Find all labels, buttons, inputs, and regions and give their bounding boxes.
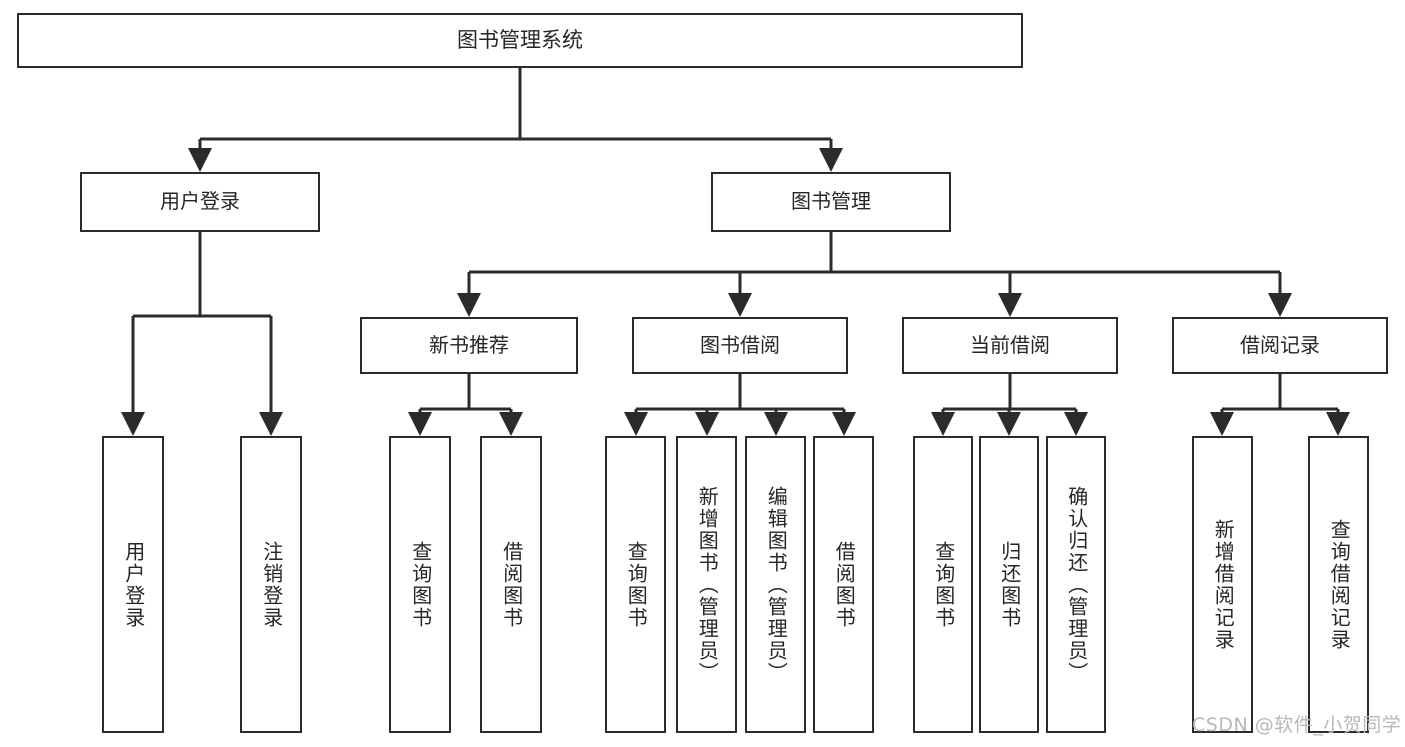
node-leaf-borrow-book-2[interactable]: 借阅图书 [813,436,874,733]
node-new-book-rec[interactable]: 新书推荐 [360,317,578,374]
node-leaf-query-book-1[interactable]: 查询图书 [389,436,451,733]
node-leaf-user-logout[interactable]: 注销登录 [240,436,302,733]
node-current-borrow[interactable]: 当前借阅 [902,317,1118,374]
node-user-login-label: 用户登录 [160,189,240,214]
node-book-borrow[interactable]: 图书借阅 [632,317,848,374]
node-book-manage[interactable]: 图书管理 [711,172,951,232]
node-leaf-borrow-book-1[interactable]: 借阅图书 [480,436,542,733]
node-leaf-add-book[interactable]: 新增图书（管理员） [676,436,737,733]
node-borrow-record[interactable]: 借阅记录 [1172,317,1388,374]
node-current-borrow-label: 当前借阅 [970,332,1050,357]
node-user-login[interactable]: 用户登录 [80,172,320,232]
node-leaf-add-book-label: 新增图书（管理员） [695,485,720,684]
node-book-borrow-label: 图书借阅 [700,332,780,357]
node-leaf-query-book-1-label: 查询图书 [408,540,433,629]
node-leaf-query-book-3-label: 查询图书 [931,540,956,629]
node-leaf-borrow-book-1-label: 借阅图书 [499,540,524,629]
node-leaf-return-book-label: 归还图书 [997,540,1022,629]
node-leaf-user-login[interactable]: 用户登录 [102,436,164,733]
node-root[interactable]: 图书管理系统 [17,13,1023,68]
node-leaf-user-login-label: 用户登录 [121,540,146,629]
node-leaf-query-book-3[interactable]: 查询图书 [913,436,973,733]
node-leaf-add-record[interactable]: 新增借阅记录 [1192,436,1253,733]
node-leaf-borrow-book-2-label: 借阅图书 [832,540,857,629]
node-leaf-query-book-2[interactable]: 查询图书 [605,436,666,733]
node-leaf-add-record-label: 新增借阅记录 [1211,518,1236,651]
node-leaf-edit-book[interactable]: 编辑图书（管理员） [745,436,806,733]
node-book-manage-label: 图书管理 [791,189,871,214]
node-new-book-rec-label: 新书推荐 [429,332,509,357]
node-leaf-query-record-label: 查询借阅记录 [1327,518,1352,651]
watermark: CSDN @软件_小贺同学 [1192,714,1402,736]
node-borrow-record-label: 借阅记录 [1240,332,1320,357]
node-leaf-confirm-return[interactable]: 确认归还（管理员） [1046,436,1106,733]
node-leaf-return-book[interactable]: 归还图书 [979,436,1039,733]
node-leaf-edit-book-label: 编辑图书（管理员） [764,485,789,684]
node-root-label: 图书管理系统 [457,28,583,53]
node-leaf-confirm-return-label: 确认归还（管理员） [1064,485,1089,684]
node-leaf-query-book-2-label: 查询图书 [624,540,649,629]
node-leaf-query-record[interactable]: 查询借阅记录 [1308,436,1369,733]
node-leaf-user-logout-label: 注销登录 [259,540,284,629]
